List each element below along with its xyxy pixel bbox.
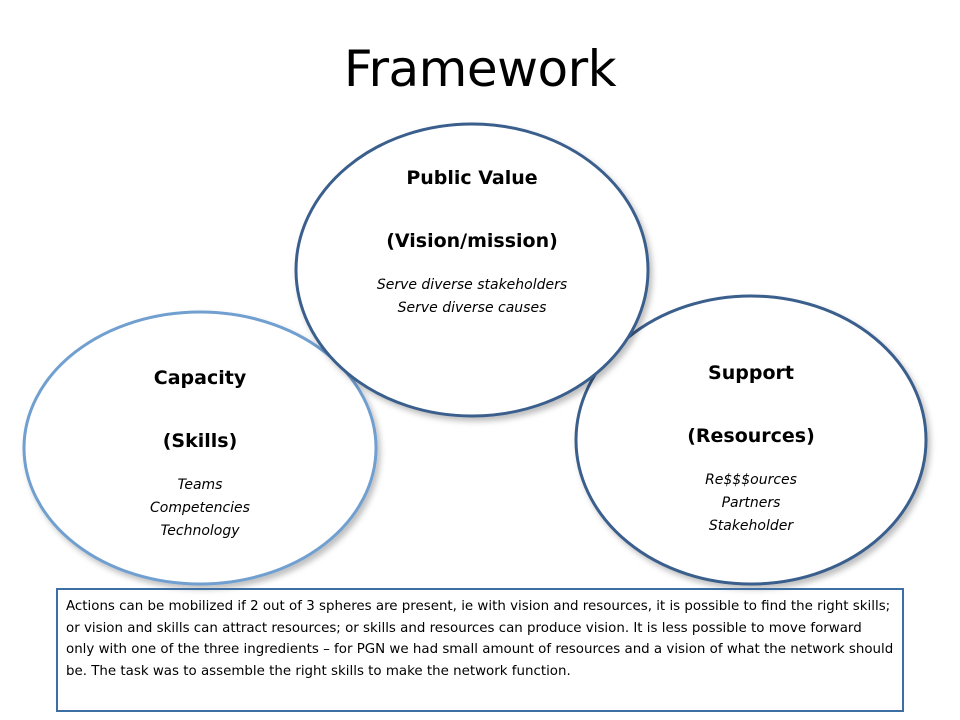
capacity-circle <box>22 310 378 586</box>
public-value-items: Serve diverse stakeholders Serve diverse… <box>322 274 622 320</box>
public-value-item: Serve diverse causes <box>397 299 547 316</box>
public-value-text: Public Value (Vision/mission) Serve dive… <box>322 167 622 320</box>
capacity-item: Competencies <box>150 499 250 516</box>
support-text: Support (Resources) Re$$$ources Partners… <box>611 362 891 538</box>
capacity-subheading: (Skills) <box>162 429 238 452</box>
capacity-item: Technology <box>160 522 240 539</box>
public-value-heading: Public Value <box>406 167 538 189</box>
public-value-item: Serve diverse stakeholders <box>376 276 568 293</box>
capacity-item: Teams <box>177 476 223 493</box>
public-value-circle <box>294 122 650 418</box>
public-value-subheading: (Vision/mission) <box>386 229 558 252</box>
support-heading: Support <box>708 362 794 384</box>
slide-title: Framework <box>343 40 617 98</box>
support-item: Stakeholder <box>708 517 794 534</box>
support-circle <box>574 294 928 586</box>
capacity-heading: Capacity <box>153 367 247 389</box>
support-subheading: (Resources) <box>687 424 815 447</box>
explanation-note: Actions can be mobilized if 2 out of 3 s… <box>56 588 904 712</box>
support-item: Re$$$ources <box>705 471 797 488</box>
capacity-text: Capacity (Skills) Teams Competencies Tec… <box>60 367 340 543</box>
support-items: Re$$$ources Partners Stakeholder <box>611 469 891 538</box>
capacity-items: Teams Competencies Technology <box>60 474 340 543</box>
support-item: Partners <box>721 494 781 511</box>
